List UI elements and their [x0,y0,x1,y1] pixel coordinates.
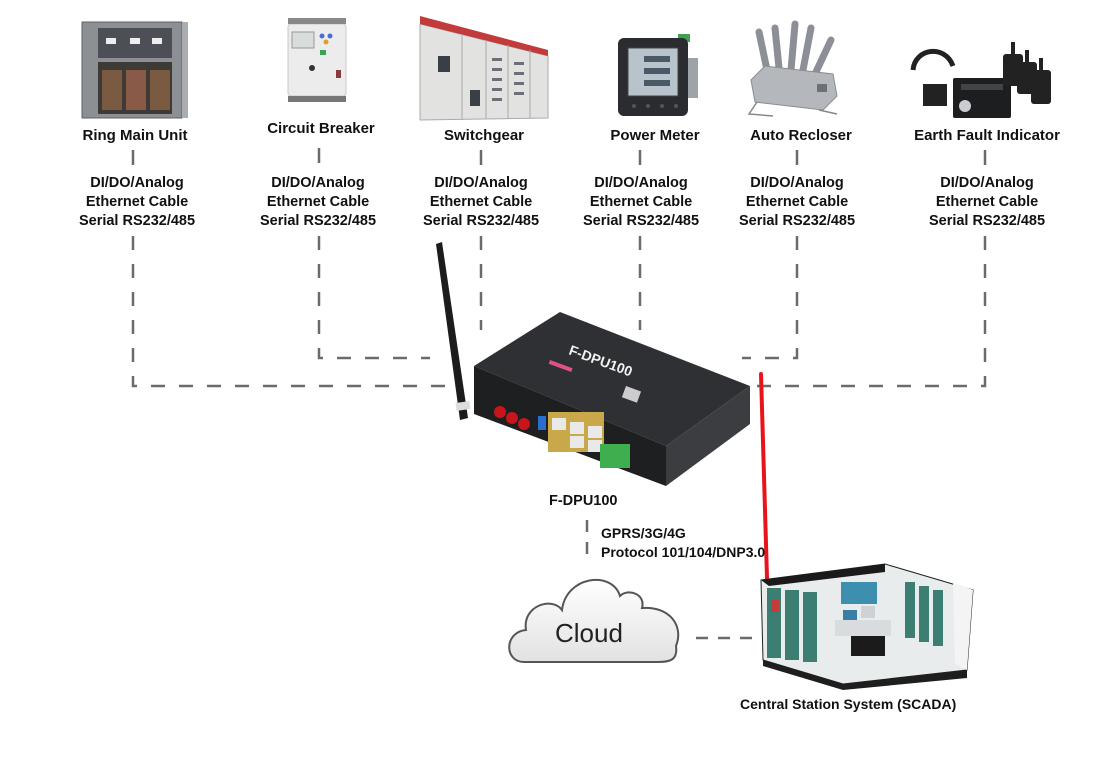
auto-recloser-image [747,20,838,117]
interfaces-circuit-breaker: DI/DO/Analog Ethernet Cable Serial RS232… [260,174,376,231]
uplink-protocol-text: Protocol 101/104/DNP3.0 [601,544,766,560]
interface-text: DI/DO/Analog [940,175,1034,191]
interface-text: DI/DO/Analog [90,175,184,191]
interface-text: Ethernet Cable [429,194,533,210]
interfaces-switchgear: DI/DO/Analog Ethernet Cable Serial RS232… [423,174,539,231]
interfaces-power-meter: DI/DO/Analog Ethernet Cable Serial RS232… [583,174,699,231]
gateway-uplink-info: GPRS/3G/4G Protocol 101/104/DNP3.0 [601,524,765,562]
device-label-ring-main-unit: Ring Main Unit [82,127,188,144]
interface-text: Serial RS232/485 [259,213,377,229]
connector-ring-main-unit [131,236,460,388]
switchgear-image [419,16,549,121]
interface-text: DI/DO/Analog [594,175,688,191]
interface-text: Serial RS232/485 [422,213,540,229]
interface-text: Serial RS232/485 [582,213,700,229]
device-label-auto-recloser: Auto Recloser [750,127,852,144]
gateway-device-image: F-DPU100 [436,242,750,486]
connector-circuit-breaker [317,236,430,360]
connector-earth-fault-indicator [742,236,987,388]
ring-main-unit-image [81,21,188,119]
earth-fault-indicator-image [910,42,1051,118]
red-annotation-line [759,372,770,614]
interfaces-ring-main-unit: DI/DO/Analog Ethernet Cable Serial RS232… [79,174,195,231]
connector-auto-recloser [742,236,799,360]
gateway-label: F-DPU100 [549,493,618,509]
device-label-switchgear: Switchgear [443,127,525,144]
interface-text: DI/DO/Analog [271,175,365,191]
power-meter-image [618,34,698,116]
interface-text: Serial RS232/485 [78,213,196,229]
uplink-network-text: GPRS/3G/4G [601,525,686,541]
device-label-power-meter: Power Meter [610,127,700,144]
cloud-icon [508,579,680,663]
scada-label: Central Station System (SCADA) [740,696,957,712]
scada-room-image [760,563,974,690]
interface-text: DI/DO/Analog [750,175,844,191]
interface-text: Serial RS232/485 [928,213,1046,229]
device-label-circuit-breaker: Circuit Breaker [267,120,375,137]
interface-text: Ethernet Cable [745,194,849,210]
interface-text: Ethernet Cable [266,194,370,210]
device-label-earth-fault-indicator: Earth Fault Indicator [914,127,1060,144]
interface-text: Serial RS232/485 [738,213,856,229]
interface-text: Ethernet Cable [85,194,189,210]
interface-text: DI/DO/Analog [434,175,528,191]
antenna-icon [436,242,468,420]
interfaces-auto-recloser: DI/DO/Analog Ethernet Cable Serial RS232… [739,174,855,231]
circuit-breaker-image [287,18,347,102]
interfaces-earth-fault-indicator: DI/DO/Analog Ethernet Cable Serial RS232… [929,174,1045,231]
interface-text: Ethernet Cable [935,194,1039,210]
cloud-label: Cloud [555,618,623,648]
interface-text: Ethernet Cable [589,194,693,210]
